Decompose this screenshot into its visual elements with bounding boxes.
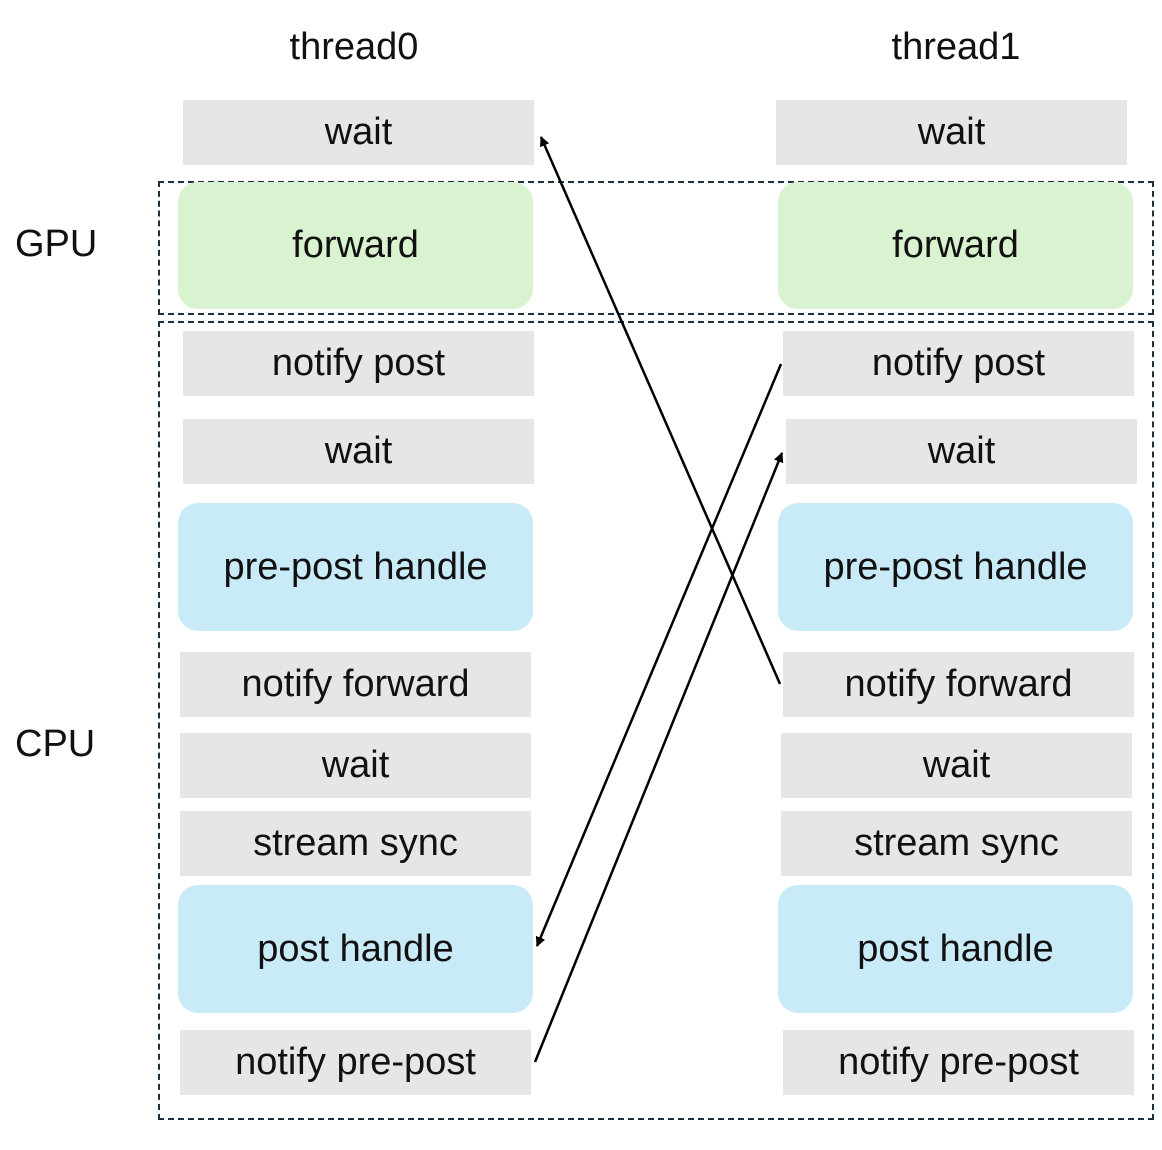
thread0-wait-top: wait: [183, 100, 534, 165]
thread0-notify-pre-post: notify pre-post: [180, 1030, 531, 1095]
region-label-gpu: GPU: [15, 223, 98, 265]
region-label-cpu: CPU: [15, 723, 96, 765]
thread0-stream-sync: stream sync: [180, 811, 531, 876]
thread0-notify-post: notify post: [183, 331, 534, 396]
thread1-notify-pre-post: notify pre-post: [783, 1030, 1134, 1095]
thread0-wait-low: wait: [180, 733, 531, 798]
thread0-forward: forward: [178, 182, 533, 309]
thread1-wait-top: wait: [776, 100, 1127, 165]
thread0-post-handle: post handle: [178, 885, 533, 1013]
thread1-forward: forward: [778, 182, 1133, 309]
column-title-thread1: thread1: [891, 26, 1021, 68]
thread0-notify-forward: notify forward: [180, 652, 531, 717]
column-title-thread0: thread0: [289, 26, 419, 68]
thread1-notify-forward: notify forward: [783, 652, 1134, 717]
thread1-wait-low: wait: [781, 733, 1132, 798]
thread1-post-handle: post handle: [778, 885, 1133, 1013]
thread1-notify-post: notify post: [783, 331, 1134, 396]
thread1-stream-sync: stream sync: [781, 811, 1132, 876]
thread0-pre-post-handle: pre-post handle: [178, 503, 533, 631]
thread0-wait-mid: wait: [183, 419, 534, 484]
thread1-wait-mid: wait: [786, 419, 1137, 484]
thread1-pre-post-handle: pre-post handle: [778, 503, 1133, 631]
